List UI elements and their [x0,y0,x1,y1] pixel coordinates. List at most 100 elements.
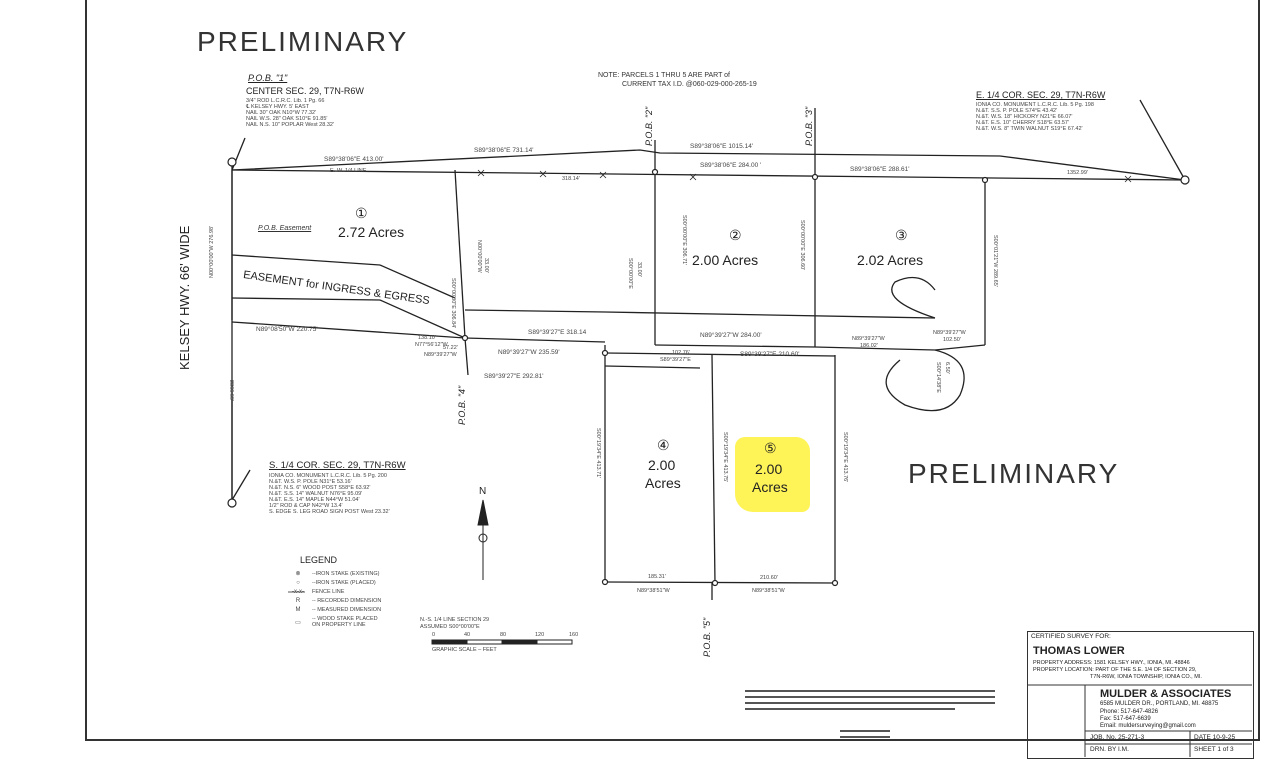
title-block [1027,631,1254,759]
sheet-number: SHEET 1 of 3 [1194,746,1234,753]
bearing-label: N89°39'27"W 235.59' [498,349,560,356]
pob-2-label: P.O.B. "2" [644,106,654,146]
east-corner-notes: IONIA CO. MONUMENT L.C.R.C. Lib. 5 Pg. 1… [976,102,1094,132]
east-note: N.&T. W.S. 18" HICKORY N21°E 66.07' [976,114,1073,120]
parcel-1-area: 2.72 Acres [338,224,405,240]
scale-caption: GRAPHIC SCALE – FEET [432,647,497,653]
bearing-label: 57.22' [443,345,458,351]
bearing-label: S00°00'00"E 306.71' [681,215,687,266]
bearing-label: N89°38'51"W [752,588,785,594]
legend-title: LEGEND [300,555,338,565]
scale-tick: 120 [535,632,545,638]
firm-phone: Phone: 517-647-4826 [1100,709,1159,715]
bearing-label: 102.76' [672,350,690,356]
preliminary-stamp-bottom: PRELIMINARY [908,458,1120,489]
bearing-label: S00°00'00"E 306.60' [799,220,805,271]
bearing-label: 102.50' [943,337,961,343]
firm-email: Email: muldersurveying@gmail.com [1100,723,1196,729]
bearing-label: S00°01'21"W 289.65' [992,235,998,287]
center-note: 3/4" ROD L.C.R.C. Lib. 1 Pg. 66 [246,98,325,104]
legend-item: ⊗ --IRON STAKE (EXISTING) [288,570,382,578]
legend-item-text: --IRON STAKE (PLACED) [312,580,376,586]
scale-tick: 80 [500,632,507,638]
note-line-2: CURRENT TAX I.D. @060-029-000-265-19 [622,81,757,88]
bearing-label: S00°19'34"E 413.76' [842,432,848,483]
bearing-label: N89°39'27"W [424,352,457,358]
bearing-label: S00°19'34"E 413.75' [722,432,728,483]
bearing-label: N89°39'27"W [933,330,966,336]
south-note: N.&T. E.S. 14" MAPLE N44°W 51.04' [269,497,360,503]
property-location-2: T7N-R6W, IONIA TOWNSHIP, IONIA CO., MI. [1090,674,1202,680]
bearing-label: 2366.69' [228,380,234,401]
south-note: N.&T. N.S. 6" WOOD POST S58°E 63.92' [269,485,371,491]
bearing-label: S89°38'06"E 288.61' [850,166,910,173]
bearing-label: S00°14'38"E [935,362,941,393]
east-corner-title: E. 1/4 COR. SEC. 29, T7N-R6W [976,90,1106,100]
legend-item: ▭-- WOOD STAKE PLACED ON PROPERTY LINE [288,616,382,628]
client-name: THOMAS LOWER [1033,645,1125,657]
bearing-label: S89°39'27"E 210.60' [740,351,800,358]
south-corner-notes: IONIA CO. MONUMENT L.C.R.C. Lib. 5 Pg. 2… [269,473,390,515]
recorded-dimension-icon: R [295,598,301,604]
pob-1-label: P.O.B. "1" [248,73,288,83]
pob-easement-label: P.O.B. Easement [258,225,312,232]
scale-tick: 0 [432,632,436,638]
bearing-label: 33.00' [483,258,489,273]
fence-line-icon: -x-x- [292,589,304,595]
legend-item-text: -- RECORDED DIMENSION [312,598,382,604]
iron-stake-existing-icon: ⊗ [295,571,301,577]
legend-item-text: FENCE LINE [312,589,345,595]
north-arrow-label: N [479,486,487,497]
center-note: NAIL N.S. 10" POPLAR West 28.32' [246,122,334,128]
ew-line-label: E.-W. 1/4 LINE [330,168,367,174]
firm-address: 6585 MULDER DR., PORTLAND, MI. 48875 [1100,701,1219,707]
parcel-5-highlight [735,437,810,512]
bearing-label: S89°38'06"E 731.14' [474,147,534,154]
scale-tick: 160 [569,632,579,638]
legend-item: -x-x- FENCE LINE [288,589,382,595]
bearing-label: S89°38'06"E 413.00' [324,156,384,163]
pob-3-label: P.O.B. "3" [804,106,814,146]
measured-dimension-icon: M [295,607,301,613]
bearing-label: 138.10' [418,335,436,341]
legend-item-text: --IRON STAKE (EXISTING) [312,570,380,577]
bearing-label: 318.14' [562,176,580,182]
parcel-5-area-unit: Acres [752,479,788,495]
preliminary-stamp-top: PRELIMINARY [197,26,409,57]
bearing-label: S89°39'27"E 318.14 [528,329,587,336]
bearing-label: S00°00'00"E [627,258,633,289]
bearing-label: S89°39'27"E 292.81' [484,373,544,380]
parcel-2-area: 2.00 Acres [692,252,759,268]
certified-label: CERTIFIED SURVEY FOR: [1031,633,1111,640]
east-note: N.&T. W.S. 8" TWIN WALNUT S19°E 67.42' [976,126,1083,132]
parcel-5-number: ⑤ [764,440,777,456]
job-number: JOB. No. 25-271-3 [1090,734,1145,741]
legend-item: R -- RECORDED DIMENSION [288,598,382,604]
south-note: IONIA CO. MONUMENT L.C.R.C. Lib. 5 Pg. 2… [269,473,387,479]
south-note: N.&T. S.S. 14" WALNUT N76°E 95.09' [269,491,363,497]
firm-fax: Fax: 517-647-6639 [1100,716,1151,722]
note-line-1: NOTE: PARCELS 1 THRU 5 ARE PART of [598,72,731,79]
center-corner-notes: 3/4" ROD L.C.R.C. Lib. 1 Pg. 66 ℄ KELSEY… [246,98,334,128]
legend-item: ○--IRON STAKE (PLACED) [288,580,382,586]
east-note: N.&T. E.S. 10" CHERRY S18°E 63.57' [976,120,1070,126]
legend-item-text: -- WOOD STAKE PLACED ON PROPERTY LINE [312,616,378,628]
pob-4-label: P.O.B. "4" [457,385,467,425]
bearing-label: 33.00' [636,262,642,277]
parcel-4-area-value: 2.00 [648,457,676,473]
center-note: NAIL W.S. 28" OAK S10°E 91.85' [246,116,328,122]
center-note: NAIL 30" OAK N10°W 77.32' [246,110,317,116]
parcel-4-number: ④ [657,437,670,453]
parcel-3-number: ③ [895,227,908,243]
bearing-label: N00°00'00"W [476,240,482,273]
parcel-5-area-value: 2.00 [755,461,783,477]
center-corner-title: CENTER SEC. 29, T7N-R6W [246,86,364,96]
parcel-3-area: 2.02 Acres [857,252,924,268]
east-note: N.&T. S.S. P. POLE S74°E 43.42' [976,108,1058,114]
center-note: ℄ KELSEY HWY. 5' EAST [246,104,310,110]
scale-note-2: ASSUMED S00°00'00"E [420,624,480,630]
legend: LEGEND ⊗ --IRON STAKE (EXISTING) ○--IRON … [288,555,382,631]
bearing-label: 185.31' [648,574,666,580]
bearing-label: 1352.99' [1067,170,1088,176]
bearing-label: S89°38'06"E 284.00 ' [700,162,762,169]
